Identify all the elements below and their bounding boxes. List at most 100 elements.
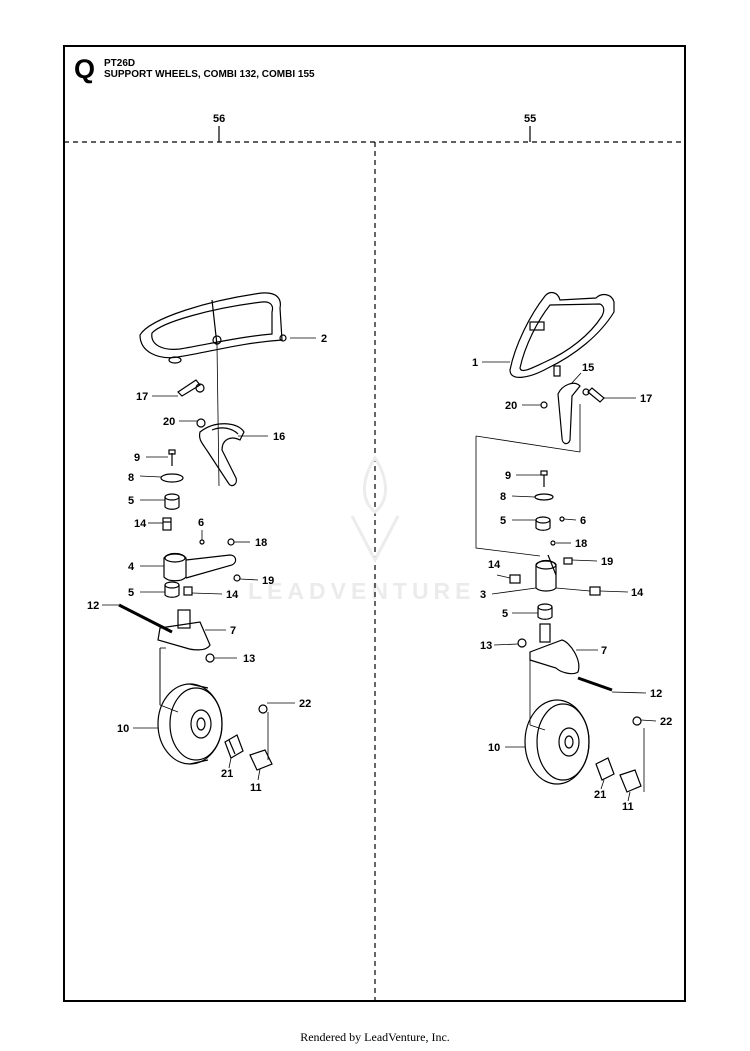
callout-right-8[interactable]: 8 bbox=[500, 491, 506, 503]
callout-right-7[interactable]: 7 bbox=[601, 645, 607, 657]
left-screw-14-upper bbox=[162, 517, 172, 531]
callout-right-9[interactable]: 9 bbox=[505, 470, 511, 482]
callout-right-21[interactable]: 21 bbox=[594, 789, 606, 801]
right-bushing-5-lower bbox=[537, 603, 553, 620]
right-bracket-15 bbox=[557, 382, 581, 445]
part-code: PT26D bbox=[104, 58, 136, 69]
right-pin-6 bbox=[559, 516, 565, 522]
callout-right-5[interactable]: 5 bbox=[500, 515, 506, 527]
diagram-frame bbox=[63, 45, 686, 1002]
left-leader-frame bbox=[159, 648, 269, 760]
left-nut-20 bbox=[196, 418, 206, 428]
right-fork-7 bbox=[529, 623, 580, 675]
callout-left-2[interactable]: 2 bbox=[321, 333, 327, 345]
callout-right-15[interactable]: 15 bbox=[582, 362, 594, 374]
callout-right-12[interactable]: 12 bbox=[650, 688, 662, 700]
callout-right-19[interactable]: 19 bbox=[601, 556, 613, 568]
left-screw-14-lower bbox=[183, 586, 193, 596]
callouts-left: 2 17 20 16 9 8 5 14 6 18 4 19 5 14 12 7 … bbox=[87, 333, 327, 794]
left-handle bbox=[139, 292, 287, 487]
right-bushing-5-upper bbox=[535, 516, 551, 531]
right-washer-22 bbox=[632, 716, 642, 726]
callout-left-7[interactable]: 7 bbox=[230, 625, 236, 637]
callout-left-21[interactable]: 21 bbox=[221, 768, 233, 780]
callout-right-1[interactable]: 1 bbox=[472, 357, 478, 369]
right-axle-12 bbox=[577, 676, 613, 692]
callout-right-13[interactable]: 13 bbox=[480, 640, 492, 652]
right-screw-14-left bbox=[509, 574, 521, 584]
footer-credit: Rendered by LeadVenture, Inc. bbox=[300, 1030, 450, 1044]
callout-left-14b[interactable]: 14 bbox=[226, 589, 239, 601]
callout-left-9[interactable]: 9 bbox=[134, 452, 140, 464]
left-fork-7 bbox=[157, 609, 211, 651]
callout-left-8[interactable]: 8 bbox=[128, 472, 134, 484]
callout-left-13[interactable]: 13 bbox=[243, 653, 255, 665]
left-pin-6 bbox=[199, 539, 205, 545]
callout-right-18[interactable]: 18 bbox=[575, 538, 587, 550]
callout-left-11[interactable]: 11 bbox=[250, 782, 262, 794]
right-screw-9 bbox=[540, 470, 548, 487]
right-nut-13 bbox=[517, 638, 527, 648]
callout-right-14[interactable]: 14 bbox=[488, 559, 501, 571]
callout-right-6[interactable]: 6 bbox=[580, 515, 586, 527]
right-hub-21 bbox=[595, 757, 615, 781]
callouts-right: 1 15 17 20 9 8 5 6 18 19 14 3 14 5 13 7 … bbox=[472, 357, 672, 813]
left-nut-13 bbox=[205, 653, 215, 663]
callout-left-22[interactable]: 22 bbox=[299, 698, 311, 710]
callout-right-10[interactable]: 10 bbox=[488, 742, 500, 754]
right-fork-lines bbox=[529, 660, 546, 731]
right-handle bbox=[509, 291, 615, 378]
left-wheel-10 bbox=[157, 683, 223, 765]
left-washer-8 bbox=[160, 473, 184, 483]
callout-left-20[interactable]: 20 bbox=[163, 416, 175, 428]
callout-left-14[interactable]: 14 bbox=[134, 518, 147, 530]
right-pin-19 bbox=[563, 557, 573, 565]
callout-right-17[interactable]: 17 bbox=[640, 393, 652, 405]
left-pin-18 bbox=[227, 538, 235, 546]
right-pin-18 bbox=[550, 540, 556, 546]
callout-left-18[interactable]: 18 bbox=[255, 537, 267, 549]
watermark: LEADVENTURE bbox=[248, 578, 476, 604]
section-label-right[interactable]: 55 bbox=[524, 113, 537, 125]
callout-left-16[interactable]: 16 bbox=[273, 431, 285, 443]
left-bushing-5-upper bbox=[164, 493, 180, 510]
callout-left-5b[interactable]: 5 bbox=[128, 587, 134, 599]
left-bracket-16 bbox=[198, 423, 245, 487]
right-wheel-10 bbox=[524, 699, 590, 785]
left-pin-19 bbox=[233, 574, 241, 582]
callout-left-17[interactable]: 17 bbox=[136, 391, 148, 403]
callout-left-12[interactable]: 12 bbox=[87, 600, 99, 612]
right-leader-frame bbox=[475, 404, 581, 557]
callout-right-14b[interactable]: 14 bbox=[631, 587, 644, 599]
right-spacer-11 bbox=[619, 769, 642, 793]
left-bushing-5-lower bbox=[164, 581, 180, 598]
callout-right-22[interactable]: 22 bbox=[660, 716, 672, 728]
left-lever-17 bbox=[177, 379, 205, 397]
right-washer-8 bbox=[534, 493, 554, 501]
callout-left-10[interactable]: 10 bbox=[117, 723, 129, 735]
left-clamp-4 bbox=[163, 552, 237, 582]
callout-left-19[interactable]: 19 bbox=[262, 575, 274, 587]
watermark-logo bbox=[350, 455, 400, 564]
left-washer-22 bbox=[258, 704, 268, 714]
callout-left-6[interactable]: 6 bbox=[198, 517, 204, 529]
leader-lines-left bbox=[102, 337, 316, 781]
right-clamp-3 bbox=[535, 554, 557, 592]
callout-left-4[interactable]: 4 bbox=[128, 561, 135, 573]
right-nut-20 bbox=[540, 401, 548, 409]
diagram-title: SUPPORT WHEELS, COMBI 132, COMBI 155 bbox=[104, 69, 315, 80]
callout-left-5[interactable]: 5 bbox=[128, 495, 134, 507]
section-letter: Q bbox=[74, 54, 96, 84]
leader-lines-right bbox=[482, 361, 657, 802]
callout-right-3[interactable]: 3 bbox=[480, 589, 486, 601]
callout-right-5b[interactable]: 5 bbox=[502, 608, 508, 620]
left-screw-9 bbox=[168, 449, 176, 466]
left-spacer-11 bbox=[249, 749, 273, 771]
right-screw-14-right bbox=[589, 586, 601, 596]
section-label-left[interactable]: 56 bbox=[213, 113, 226, 125]
callout-right-20[interactable]: 20 bbox=[505, 400, 517, 412]
callout-right-11[interactable]: 11 bbox=[622, 801, 634, 813]
right-lever-17 bbox=[582, 387, 605, 403]
left-hub-21 bbox=[224, 734, 244, 759]
